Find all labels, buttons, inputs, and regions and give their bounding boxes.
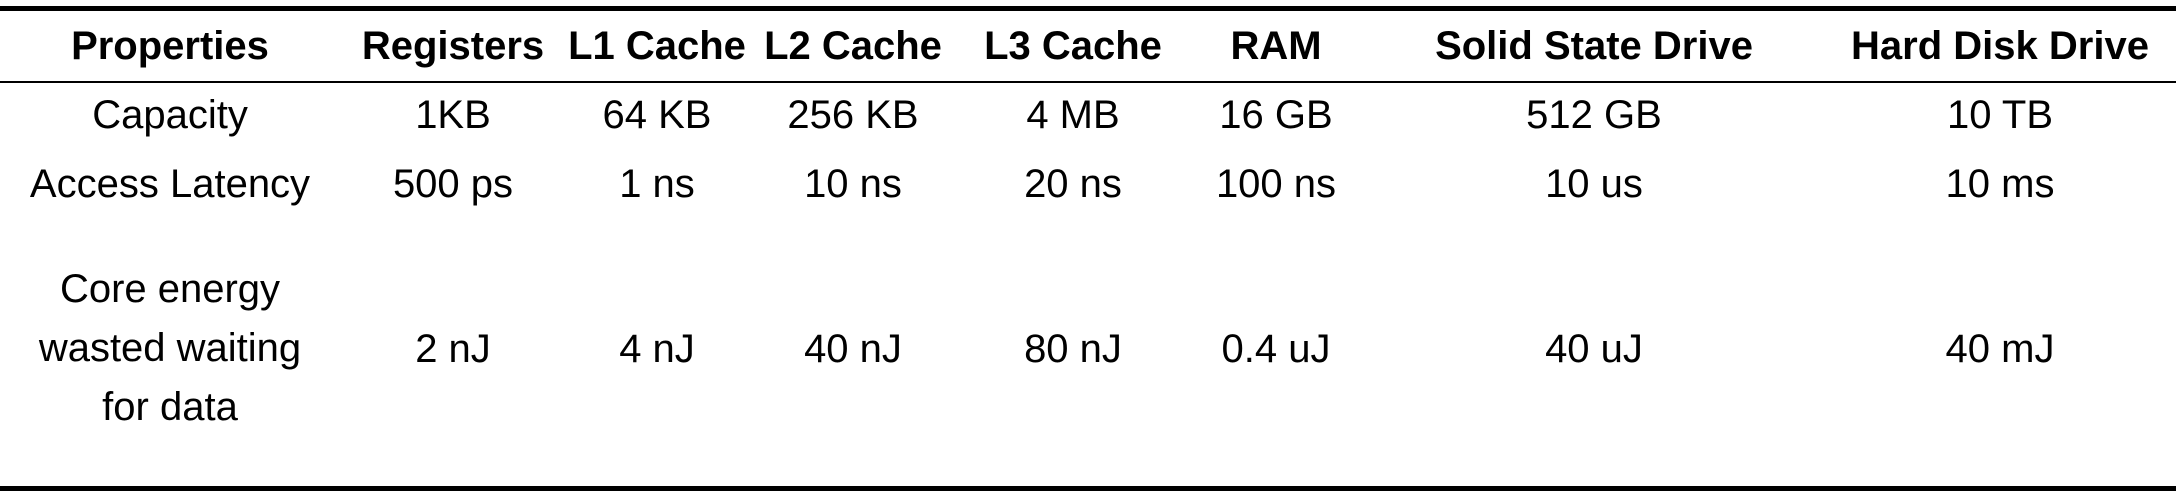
header-solid-state-drive: Solid State Drive (1435, 24, 1753, 68)
row-label-core-energy: Core energy wasted waiting for data (0, 219, 340, 496)
cell-energy-ram: 0.4 uJ (1221, 326, 1331, 371)
cell-latency-ram: 100 ns (1215, 162, 1337, 206)
table-row-core-energy: Core energy wasted waiting for data 2 nJ… (0, 219, 2176, 496)
cell-capacity-hdd: 10 TB (1947, 93, 2053, 137)
cell-capacity-l3-cache: 4 MB (1026, 93, 1120, 137)
row-label-core-energy-line-3: for data (102, 385, 238, 429)
row-label-core-energy-line-2: wasted waiting (38, 326, 302, 370)
cell-energy-registers: 2 nJ (415, 326, 491, 371)
table-bottom-rule (0, 486, 2176, 491)
cell-energy-ssd: 40 uJ (1545, 326, 1643, 371)
cell-latency-l3-cache: 20 ns (1024, 162, 1122, 206)
row-label-access-latency: Access Latency (29, 162, 311, 206)
table-header-row: Properties Registers L1 Cache L2 Cache L… (0, 11, 2176, 81)
header-ram: RAM (1230, 24, 1322, 68)
cell-latency-registers: 500 ps (392, 162, 514, 206)
cell-energy-hdd: 40 mJ (1945, 326, 2055, 371)
table-top-rule (0, 6, 2176, 11)
table-header-rule (0, 81, 2176, 83)
row-label-core-energy-line-1: Core energy (59, 267, 281, 311)
table-row-access-latency: Access Latency 500 ps 1 ns 10 ns 20 ns 1… (0, 149, 2176, 219)
cell-energy-l3-cache: 80 nJ (1024, 326, 1122, 371)
cell-capacity-registers: 1KB (415, 93, 491, 137)
cell-capacity-ssd: 512 GB (1526, 93, 1662, 137)
header-registers: Registers (361, 24, 545, 68)
header-l1-cache: L1 Cache (568, 24, 746, 68)
cell-energy-l1-cache: 4 nJ (619, 326, 695, 371)
memory-hierarchy-table: Properties Registers L1 Cache L2 Cache L… (0, 11, 2176, 496)
row-label-capacity: Capacity (92, 93, 248, 137)
cell-latency-hdd: 10 ms (1945, 162, 2055, 206)
header-properties: Properties (71, 24, 269, 68)
cell-latency-l2-cache: 10 ns (804, 162, 902, 206)
cell-latency-ssd: 10 us (1545, 162, 1643, 206)
header-l3-cache: L3 Cache (984, 24, 1162, 68)
cell-capacity-l2-cache: 256 KB (787, 93, 919, 137)
cell-capacity-l1-cache: 64 KB (602, 93, 712, 137)
cell-capacity-ram: 16 GB (1219, 93, 1333, 137)
cell-latency-l1-cache: 1 ns (619, 162, 695, 206)
header-hard-disk-drive: Hard Disk Drive (1851, 24, 2149, 68)
cell-energy-l2-cache: 40 nJ (804, 326, 902, 371)
table-row-capacity: Capacity 1KB 64 KB 256 KB 4 MB 16 GB 512… (0, 81, 2176, 149)
header-l2-cache: L2 Cache (764, 24, 942, 68)
